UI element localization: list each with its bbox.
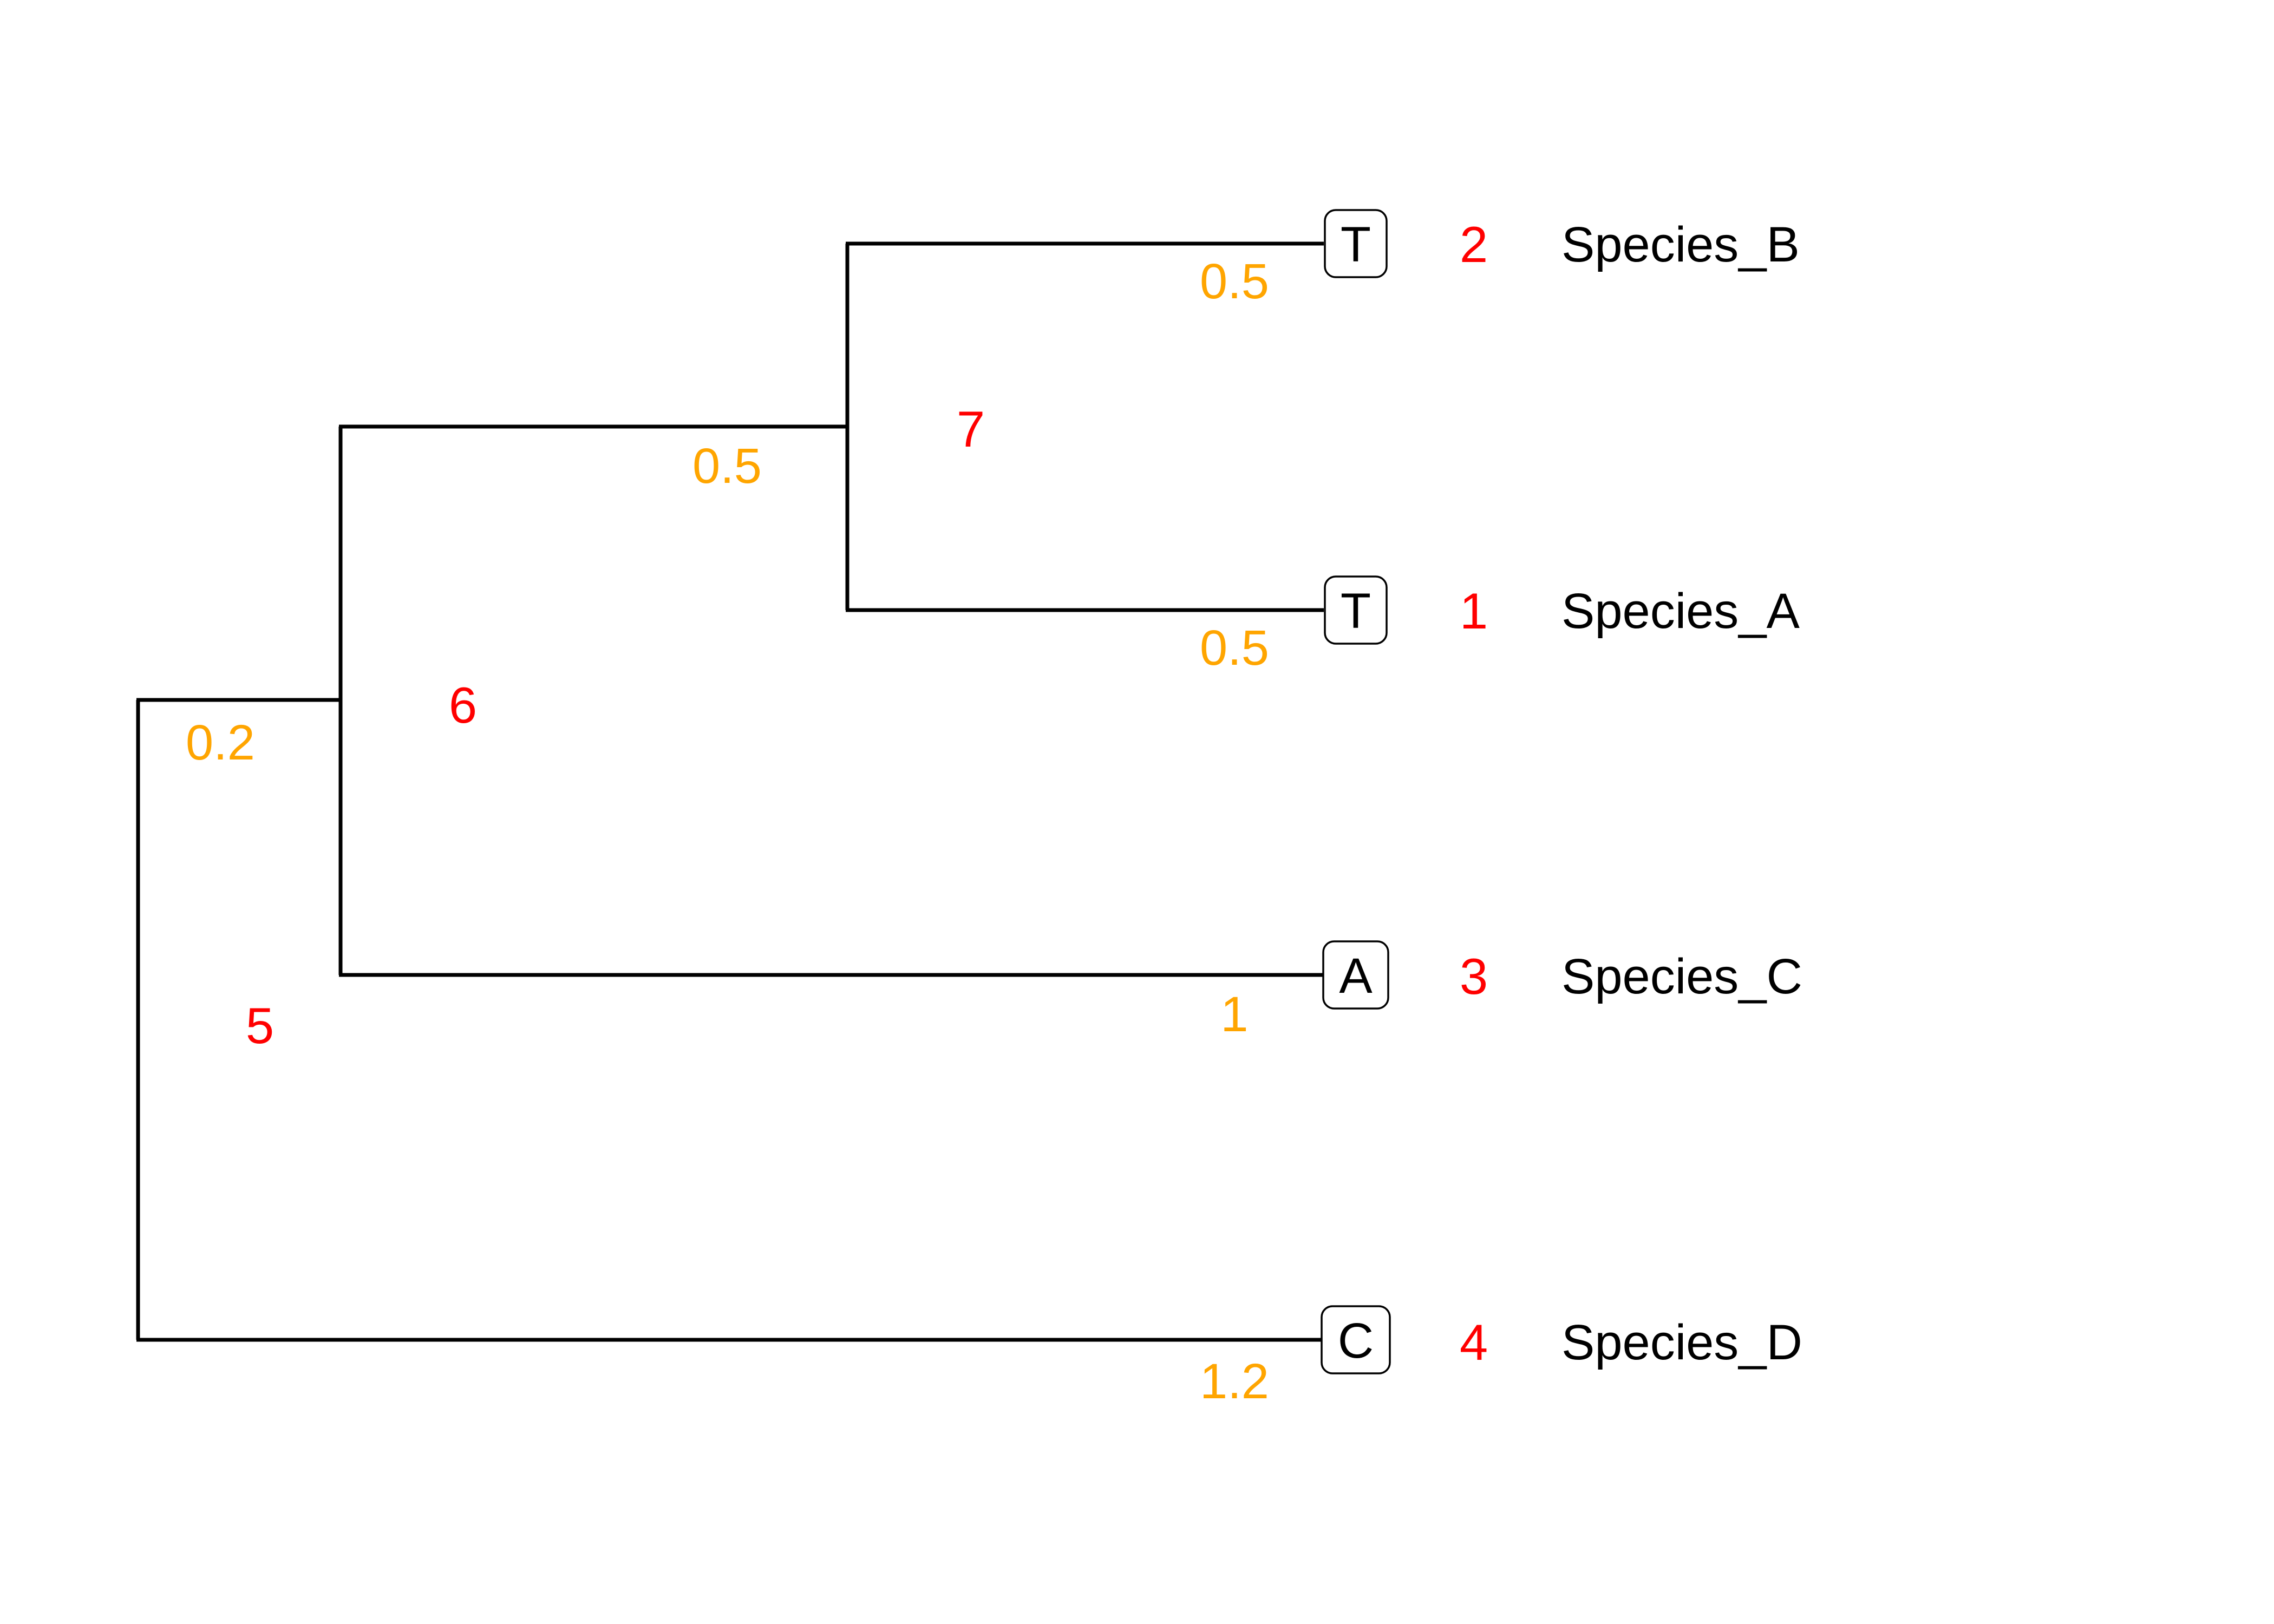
tip-label-species-d: Species_D xyxy=(1561,1315,1802,1370)
tip-state-label: T xyxy=(1341,217,1371,272)
tip-node-numbers: 2 1 3 4 xyxy=(1460,216,1488,1371)
branch-length-labels: 0.5 0.5 1 1.2 0.5 0.2 xyxy=(186,254,1269,1409)
node-number-label: 7 xyxy=(957,401,985,457)
tip-state-label: C xyxy=(1338,1313,1374,1368)
tip-state-label: T xyxy=(1341,584,1371,639)
node-number-label: 2 xyxy=(1460,216,1488,273)
branch-length-label: 0.5 xyxy=(692,438,762,494)
tip-state-box: C xyxy=(1321,1305,1391,1374)
node-number-label: 4 xyxy=(1460,1314,1488,1371)
tip-label-species-b: Species_B xyxy=(1561,217,1800,272)
branch-length-label: 0.2 xyxy=(186,715,255,770)
node-number-label: 6 xyxy=(449,677,477,734)
tip-labels: Species_B Species_A Species_C Species_D xyxy=(1561,217,1802,1370)
branch-length-label: 0.5 xyxy=(1200,620,1269,676)
tip-state-box: A xyxy=(1322,940,1389,1010)
tip-label-species-c: Species_C xyxy=(1561,949,1802,1004)
tip-state-box: T xyxy=(1324,209,1388,278)
internal-node-numbers: 7 6 5 xyxy=(246,401,985,1054)
node-number-label: 5 xyxy=(246,997,274,1054)
tip-label-species-a: Species_A xyxy=(1561,584,1800,639)
branch-length-label: 0.5 xyxy=(1200,254,1269,309)
branches xyxy=(136,241,1324,1342)
tip-state-label: A xyxy=(1339,948,1373,1004)
node-number-label: 3 xyxy=(1460,948,1488,1005)
tip-state-boxes: T T A C xyxy=(1321,209,1391,1374)
branch-length-label: 1 xyxy=(1220,987,1248,1042)
tip-state-box: T xyxy=(1324,575,1388,645)
node-number-label: 1 xyxy=(1460,582,1488,639)
branch-length-label: 1.2 xyxy=(1200,1354,1269,1409)
